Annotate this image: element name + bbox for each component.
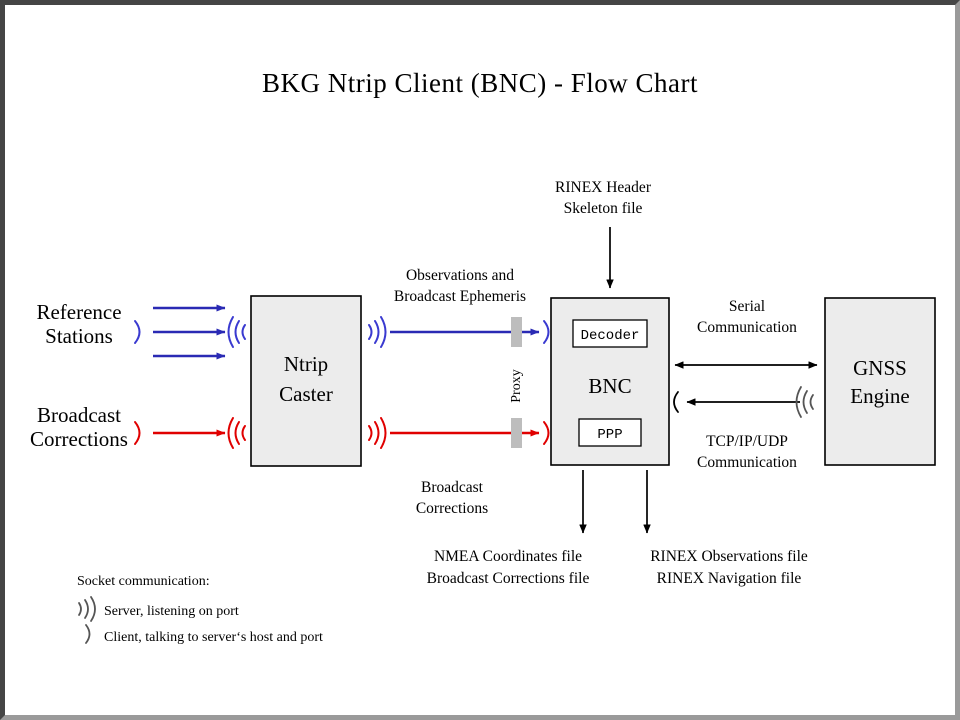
output-nmea-corrections: NMEA Coordinates file Broadcast Correcti… (427, 470, 590, 587)
edge-tcpip-communication: TCP/IP/UDP Communication (673, 386, 814, 471)
legend-server-text: Server, listening on port (104, 604, 239, 619)
proxy-label: Proxy (509, 369, 524, 402)
proxy-gateway: Proxy (509, 317, 524, 448)
gnss-engine-label-line2: Engine (850, 384, 909, 408)
tcpip-label-line2: Communication (697, 454, 797, 471)
client-socket-icon-reference-stations (134, 320, 141, 344)
server-socket-icon-caster-out-corrections (368, 417, 387, 449)
edge-rinex-header-skeleton: RINEX Header Skeleton file (555, 179, 652, 289)
output-left-label-line1: NMEA Coordinates file (434, 548, 582, 565)
legend-client-socket-icon (85, 624, 91, 644)
legend-client-text: Client, talking to server‘s host and por… (104, 630, 323, 645)
reference-stations-label-line1: Reference (36, 300, 121, 324)
server-socket-icon-caster-out-observations (368, 316, 387, 348)
edge-serial-communication: Serial Communication (674, 298, 818, 369)
corrections-label-line2: Corrections (416, 500, 488, 517)
node-bnc[interactable]: Decoder BNC PPP (550, 297, 670, 466)
server-socket-icon-gnss-engine (795, 386, 814, 418)
output-right-label-line2: RINEX Navigation file (657, 570, 802, 587)
output-left-label-line2: Broadcast Corrections file (427, 570, 590, 587)
bnc-decoder-box[interactable] (572, 319, 648, 348)
client-socket-icon-bnc-tcpip (673, 391, 679, 413)
reference-stations-label-line2: Stations (45, 324, 113, 348)
bnc-decoder-label: Decoder (581, 328, 640, 344)
server-socket-icon-caster-in-corrections (227, 417, 246, 449)
ntrip-caster-label-line1: Ntrip (284, 352, 328, 376)
broadcast-corrections-label-line1: Broadcast (37, 403, 121, 427)
client-socket-icon-broadcast-corrections (134, 421, 141, 445)
serial-label-line1: Serial (729, 298, 765, 315)
node-ntrip-caster[interactable]: Ntrip Caster (250, 295, 362, 467)
proxy-bar-top (511, 317, 522, 347)
legend: Socket communication: Server, listening … (77, 574, 323, 645)
ntrip-caster-label-line2: Caster (279, 382, 333, 406)
broadcast-corrections-source: Broadcast Corrections (30, 403, 246, 451)
observations-label-line2: Broadcast Ephemeris (394, 288, 526, 305)
bnc-label: BNC (588, 374, 631, 398)
legend-heading: Socket communication: (77, 574, 210, 589)
proxy-bar-bottom (511, 418, 522, 448)
output-rinex-files: RINEX Observations file RINEX Navigation… (643, 470, 808, 587)
tcpip-label-line1: TCP/IP/UDP (706, 433, 788, 450)
gnss-engine-label-line1: GNSS (853, 356, 907, 380)
server-socket-icon-caster-in (227, 316, 246, 348)
corrections-label-line1: Broadcast (421, 479, 484, 496)
skeleton-label-line1: RINEX Header (555, 179, 652, 196)
output-right-label-line1: RINEX Observations file (650, 548, 808, 565)
node-gnss-engine[interactable]: GNSS Engine (824, 297, 936, 466)
observations-label-line1: Observations and (406, 267, 514, 284)
client-socket-icon-bnc-corrections (543, 421, 550, 445)
client-socket-icon-bnc-observations (543, 320, 550, 344)
flow-chart-canvas: BKG Ntrip Client (BNC) - Flow Chart Refe… (30, 68, 936, 645)
broadcast-corrections-label-line2: Corrections (30, 427, 128, 451)
page-title: BKG Ntrip Client (BNC) - Flow Chart (262, 68, 698, 98)
reference-stations-source: Reference Stations (36, 300, 246, 360)
bnc-ppp-box[interactable] (578, 418, 642, 447)
bnc-ppp-label: PPP (597, 427, 622, 443)
serial-label-line2: Communication (697, 319, 797, 336)
legend-server-socket-icon (78, 596, 96, 622)
skeleton-label-line2: Skeleton file (564, 200, 643, 217)
